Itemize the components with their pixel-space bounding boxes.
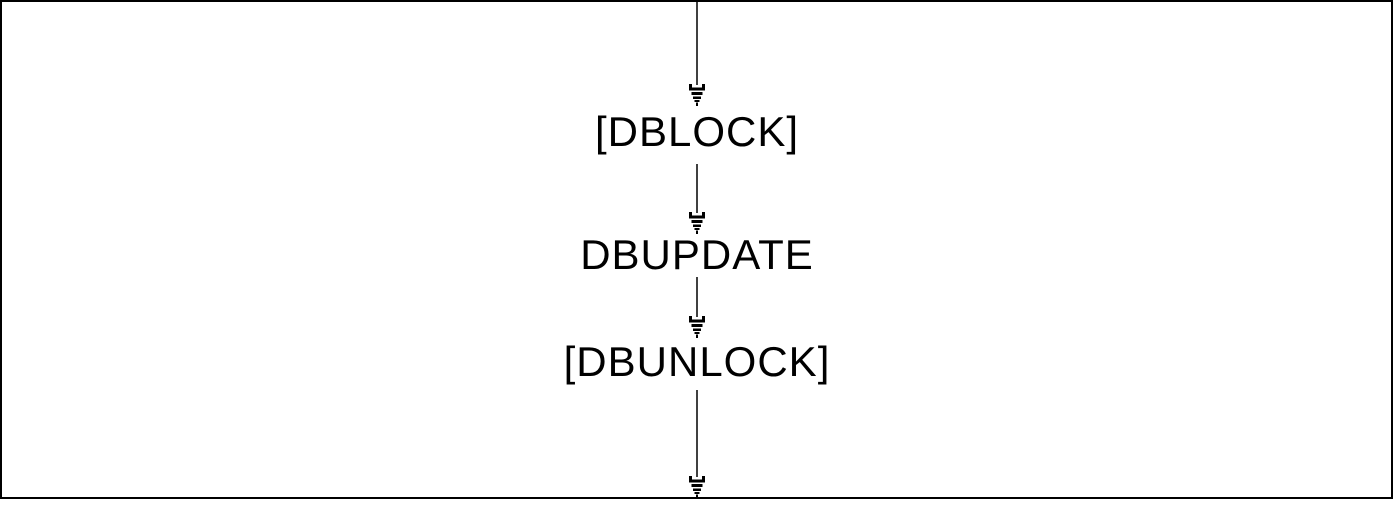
flow-node-dbupdate: DBUPDATE bbox=[580, 231, 814, 278]
flow-arrow-dbupdate-to-dbunlock bbox=[688, 277, 706, 338]
flow-arrow-start-to-dblock bbox=[688, 2, 706, 106]
down-arrow-icon bbox=[689, 277, 705, 338]
flow-arrow-dblock-to-dbupdate bbox=[688, 164, 706, 234]
down-arrow-icon bbox=[689, 164, 705, 234]
down-arrow-icon bbox=[689, 390, 705, 498]
flow-arrow-dbunlock-to-end bbox=[688, 390, 706, 498]
flow-node-dbunlock: [DBUNLOCK] bbox=[563, 338, 831, 385]
down-arrow-icon bbox=[689, 2, 705, 106]
flow-node-dblock: [DBLOCK] bbox=[594, 108, 800, 155]
